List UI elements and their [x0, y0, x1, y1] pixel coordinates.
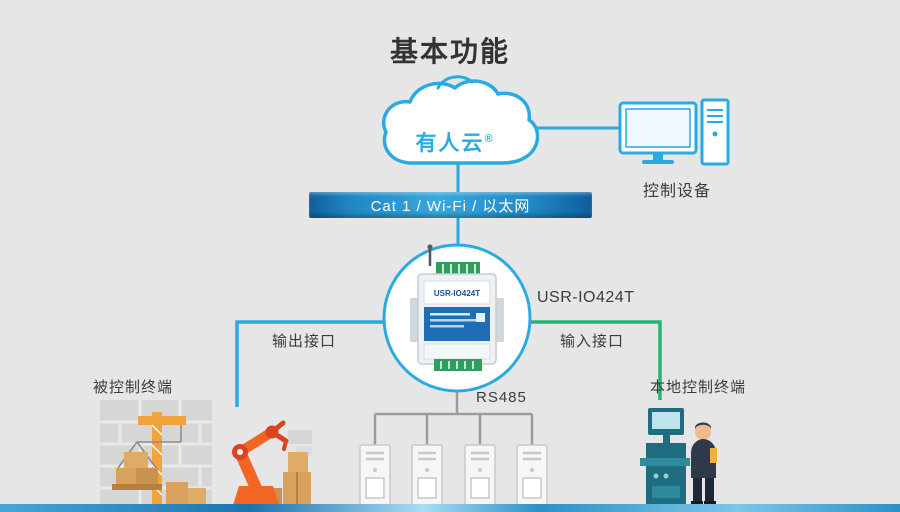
local-terminal-illustration: [640, 408, 717, 505]
rs485-bus-lines: [373, 391, 534, 445]
output-line: [235, 320, 384, 407]
network-bar: Cat 1 / Wi-Fi / 以太网: [309, 192, 592, 218]
device-image: USR-IO424T: [410, 244, 504, 371]
page-title: 基本功能: [389, 36, 510, 67]
cloud-icon: [382, 75, 540, 165]
operator-person-icon: [691, 422, 717, 505]
input-interface-label: 输入接口: [559, 333, 624, 350]
server-cabinet: [359, 444, 391, 506]
bottom-accent-bar: [0, 504, 900, 512]
cloud-label-text: 有人云: [415, 132, 485, 155]
rs485-label: RS485: [476, 389, 527, 406]
server-cabinet: [411, 444, 443, 506]
server-cabinets: [359, 444, 548, 506]
local-terminal-label: 本地控制终端: [649, 379, 746, 396]
connector-lines: [235, 126, 662, 445]
control-cabinet-icon: [640, 408, 690, 505]
control-device-label: 控制设备: [642, 183, 711, 200]
robot-arm-icon: [232, 420, 289, 505]
server-cabinet: [516, 444, 548, 506]
controlled-terminal-label: 被控制终端: [92, 379, 173, 396]
server-cabinet: [464, 444, 496, 506]
device-face-label: USR-IO424T: [434, 289, 480, 298]
network-bar-label: Cat 1 / Wi-Fi / 以太网: [370, 197, 531, 215]
control-device-icon: [618, 98, 730, 166]
registered-mark: ®: [484, 133, 495, 145]
cloud-label: 有人云®: [385, 127, 525, 157]
input-line: [530, 320, 662, 400]
output-interface-label: 输出接口: [271, 333, 336, 350]
device-model-label: USR-IO424T: [537, 289, 635, 306]
controlled-terminal-illustration: [100, 400, 312, 505]
